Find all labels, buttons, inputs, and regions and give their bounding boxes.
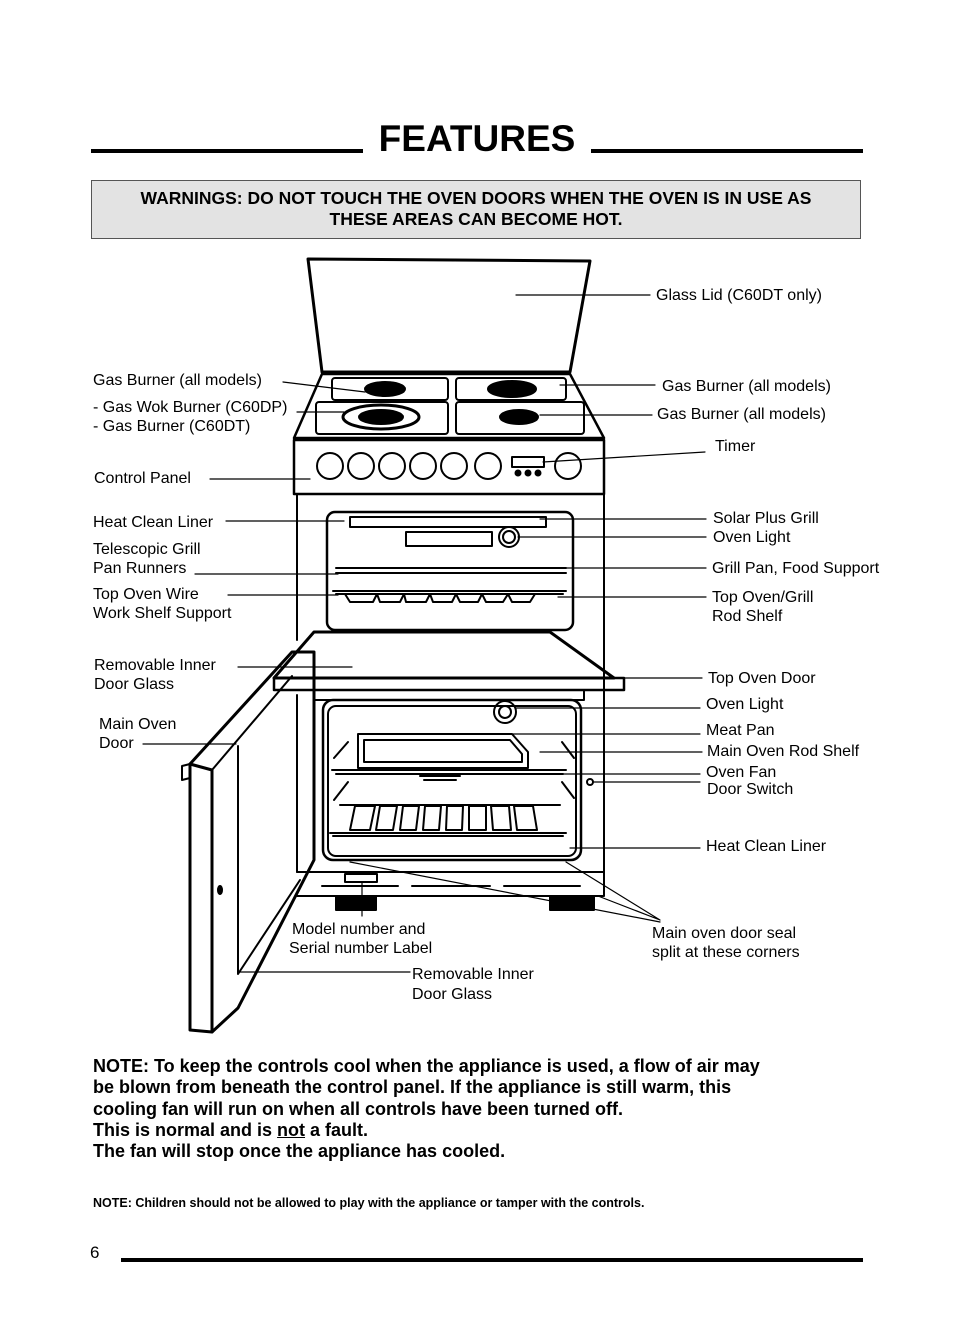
label-main-door-line-2: Door (99, 735, 134, 752)
label-main-door-line-1: Main Oven (99, 716, 177, 733)
label-glass-lid: Glass Lid (C60DT only) (656, 287, 822, 304)
label-door-seal-line-1: Main oven door seal (652, 925, 797, 942)
label-timer: Timer (715, 438, 756, 455)
label-telescopic-line-2: Pan Runners (93, 560, 187, 577)
label-model-line-1: Model number and (292, 921, 426, 938)
label-door-seal-line-2: split at these corners (652, 944, 800, 961)
label-wire-shelf-line-1: Top Oven Wire (93, 586, 199, 603)
note-line-4-post: a fault. (305, 1119, 369, 1140)
warning-line-1: WARNINGS: DO NOT TOUCH THE OVEN DOORS WH… (140, 188, 812, 208)
label-inner-glass-bottom-line-2: Door Glass (412, 986, 493, 1003)
warning-line-2: THESE AREAS CAN BECOME HOT. (329, 209, 623, 229)
label-oven-light: Oven Light (706, 696, 784, 713)
label-rod-shelf-line-1: Top Oven/Grill (712, 589, 814, 606)
label-heat-clean-liner-top: Heat Clean Liner (93, 514, 214, 531)
label-model-line-2: Serial number Label (289, 940, 433, 957)
label-inner-glass-line-2: Door Glass (94, 676, 175, 693)
label-meat-pan: Meat Pan (706, 722, 775, 739)
page-title: FEATURES (0, 118, 954, 160)
label-inner-glass-line-1: Removable Inner (94, 657, 216, 674)
note-not-emphasis: not (277, 1119, 306, 1140)
header-rule-right (580, 149, 863, 153)
label-door-switch: Door Switch (707, 781, 794, 798)
warning-box: WARNINGS: DO NOT TOUCH THE OVEN DOORS WH… (91, 180, 861, 239)
label-solar-grill: Solar Plus Grill (713, 510, 819, 527)
header-rule-left (91, 149, 374, 153)
label-wok-burner-line-2: - Gas Burner (C60DT) (93, 418, 251, 435)
footer-rule (121, 1258, 863, 1262)
note-line-4: This is normal and is not a fault. (93, 1120, 760, 1141)
note-line-2: be blown from beneath the control panel.… (93, 1077, 732, 1098)
label-gas-burner-left: Gas Burner (all models) (93, 372, 262, 389)
note-line-3: cooling fan will run on when all control… (93, 1098, 624, 1119)
label-oven-light-top: Oven Light (713, 529, 791, 546)
note-line-4-pre: This is normal and is (93, 1119, 278, 1140)
note-line-1: NOTE: To keep the controls cool when the… (93, 1056, 760, 1076)
label-wire-shelf-line-2: Work Shelf Support (93, 605, 232, 622)
children-note: NOTE: Children should not be allowed to … (93, 1196, 645, 1210)
label-inner-glass-bottom-line-1: Removable Inner (412, 966, 534, 983)
label-wok-burner-line-1: - Gas Wok Burner (C60DP) (93, 399, 288, 416)
label-grill-pan: Grill Pan, Food Support (712, 560, 880, 577)
label-gas-burner-right-a: Gas Burner (all models) (662, 378, 831, 395)
page-number: 6 (90, 1243, 100, 1262)
label-heat-clean-liner-right: Heat Clean Liner (706, 838, 827, 855)
note-line-5: The fan will stop once the appliance has… (93, 1141, 506, 1162)
label-gas-burner-right-b: Gas Burner (all models) (657, 406, 826, 423)
label-control-panel: Control Panel (94, 470, 191, 487)
label-top-oven-door: Top Oven Door (708, 670, 816, 687)
label-main-rod-shelf: Main Oven Rod Shelf (707, 743, 860, 760)
label-rod-shelf-line-2: Rod Shelf (712, 608, 783, 625)
label-oven-fan: Oven Fan (706, 764, 777, 781)
label-telescopic-line-1: Telescopic Grill (93, 541, 201, 558)
cooling-fan-note: NOTE: To keep the controls cool when the… (93, 1056, 760, 1162)
